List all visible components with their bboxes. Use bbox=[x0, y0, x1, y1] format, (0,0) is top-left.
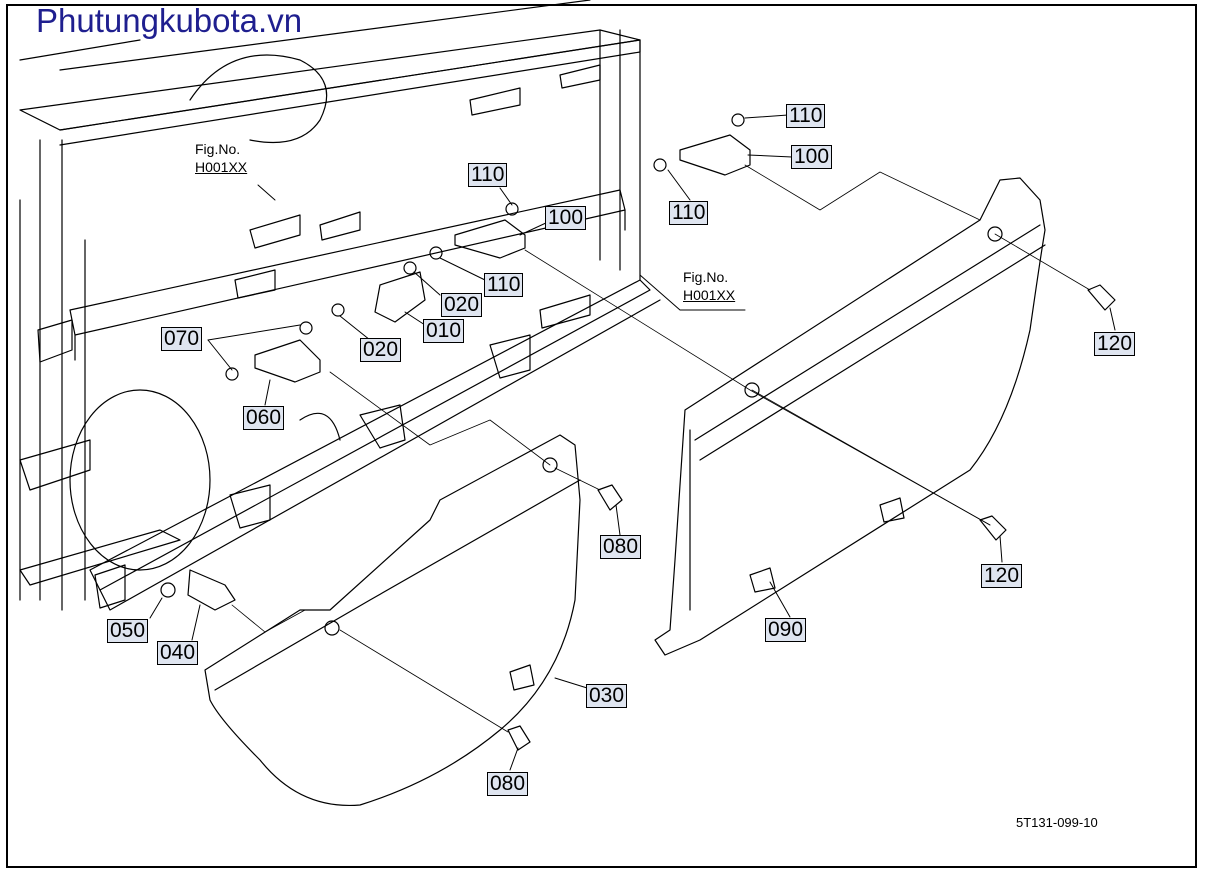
callout-100[interactable]: 100 bbox=[791, 145, 833, 169]
callout-070[interactable]: 070 bbox=[161, 327, 203, 351]
callout-110[interactable]: 110 bbox=[468, 163, 508, 187]
right-side-cover bbox=[654, 177, 1046, 656]
callout-040[interactable]: 040 bbox=[157, 641, 199, 665]
callout-110[interactable]: 110 bbox=[786, 104, 826, 128]
callout-120[interactable]: 120 bbox=[981, 564, 1023, 588]
leader-lines bbox=[149, 114, 1116, 771]
callout-020[interactable]: 020 bbox=[360, 338, 402, 362]
watermark: Phutungkubota.vn bbox=[36, 2, 303, 39]
callout-060[interactable]: 060 bbox=[243, 406, 285, 430]
callout-020[interactable]: 020 bbox=[441, 293, 483, 317]
drawing-frame bbox=[6, 4, 1197, 868]
mounting-plates bbox=[187, 134, 751, 611]
fig-ref-label: Fig.No. bbox=[683, 269, 729, 285]
callout-050[interactable]: 050 bbox=[107, 619, 149, 643]
frame-beams bbox=[19, 0, 661, 611]
fig-ref-number: H001XX bbox=[683, 287, 736, 303]
knobs bbox=[507, 284, 1116, 751]
callout-080[interactable]: 080 bbox=[600, 535, 642, 559]
callout-100[interactable]: 100 bbox=[545, 206, 587, 230]
left-side-cover bbox=[204, 434, 581, 807]
frame-brackets bbox=[37, 64, 601, 609]
callout-010[interactable]: 010 bbox=[423, 319, 465, 343]
callout-110[interactable]: 110 bbox=[669, 201, 709, 225]
callout-080[interactable]: 080 bbox=[487, 772, 529, 796]
drawing-number: 5T131-099-10 bbox=[1016, 815, 1098, 830]
callout-030[interactable]: 030 bbox=[586, 684, 628, 708]
callout-090[interactable]: 090 bbox=[765, 618, 807, 642]
fig-ref-right: Fig.No. H001XX bbox=[683, 268, 735, 304]
fig-ref-number: H001XX bbox=[195, 159, 248, 175]
callout-110[interactable]: 110 bbox=[484, 273, 524, 297]
fig-ref-upper: Fig.No. H001XX bbox=[195, 140, 247, 176]
shroud-openings bbox=[69, 54, 341, 571]
fig-ref-label: Fig.No. bbox=[195, 141, 241, 157]
callout-120[interactable]: 120 bbox=[1094, 332, 1136, 356]
bolts bbox=[160, 113, 745, 598]
